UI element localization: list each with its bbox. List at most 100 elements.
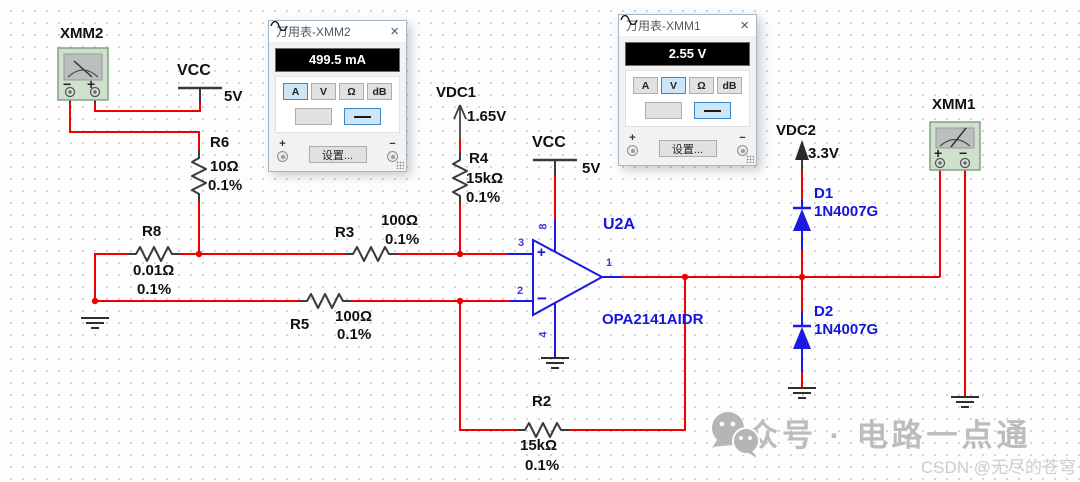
r6-label[interactable]: R6	[210, 134, 230, 151]
ampere-mode-button[interactable]: A	[633, 77, 658, 94]
xmm2-meter[interactable]	[57, 47, 109, 101]
vdc2-label[interactable]: VDC2	[776, 122, 817, 139]
resistor-r8[interactable]	[128, 246, 180, 262]
close-icon[interactable]: ×	[740, 17, 749, 34]
u2a-pin4-label: 4	[537, 331, 550, 338]
vcc1-label[interactable]: VCC	[177, 62, 211, 79]
r2-value[interactable]: 15kΩ	[520, 437, 558, 454]
r5-tolerance[interactable]: 0.1%	[337, 326, 372, 343]
r8-label[interactable]: R8	[142, 223, 162, 240]
wire-vcc1-to-xmm2-pos	[94, 101, 201, 112]
panel-pos-terminal[interactable]	[277, 151, 288, 162]
resistor-r2[interactable]	[517, 422, 569, 438]
r4-label[interactable]: R4	[469, 150, 489, 167]
ampere-mode-button[interactable]: A	[283, 83, 308, 100]
r8-value[interactable]: 0.01Ω	[133, 262, 175, 279]
panel-pos-sign: +	[279, 138, 286, 150]
xmm2-label[interactable]: XMM2	[60, 25, 104, 42]
vcc2-label[interactable]: VCC	[532, 134, 566, 151]
ohm-mode-button[interactable]: Ω	[689, 77, 714, 94]
dc-mode-button[interactable]	[693, 102, 731, 119]
r5-label[interactable]: R5	[290, 316, 310, 333]
settings-button[interactable]: 设置...	[658, 140, 717, 157]
ground-xmm1	[951, 396, 979, 408]
r2-label[interactable]: R2	[532, 393, 552, 410]
d2-label[interactable]: D2	[814, 303, 834, 320]
panel-pos-terminal[interactable]	[627, 145, 638, 156]
xmm2-neg-sign: −	[63, 76, 72, 92]
close-icon[interactable]: ×	[390, 23, 399, 40]
junction-dots	[91, 250, 806, 305]
wires[interactable]	[69, 101, 966, 431]
vdc2-value[interactable]: 3.3V	[808, 145, 839, 162]
panel-titlebar[interactable]: 万用表-XMM2 ×	[269, 21, 406, 43]
d1-label[interactable]: D1	[814, 185, 834, 202]
db-mode-button[interactable]: dB	[717, 77, 742, 94]
xmm1-meter[interactable]	[929, 121, 981, 171]
ground-left	[81, 317, 109, 329]
resistor-r6[interactable]	[191, 150, 207, 202]
r3-value[interactable]: 100Ω	[381, 212, 419, 229]
meter-reading-display: 499.5 mA	[275, 48, 400, 72]
vcc1-value[interactable]: 5V	[224, 88, 243, 105]
volt-mode-button[interactable]: V	[311, 83, 336, 100]
u2a-part-label[interactable]: OPA2141AIDR	[602, 311, 704, 328]
u2a-plus-sign: +	[537, 244, 546, 261]
sine-wave-icon	[270, 21, 288, 31]
d2-value[interactable]: 1N4007G	[814, 321, 879, 338]
r2-tolerance[interactable]: 0.1%	[525, 457, 560, 474]
settings-button[interactable]: 设置...	[308, 146, 367, 163]
wire-r2-to-output	[569, 277, 686, 431]
r4-value[interactable]: 15kΩ	[466, 170, 504, 187]
xmm1-needle	[950, 127, 967, 148]
db-mode-button[interactable]: dB	[367, 83, 392, 100]
panel-neg-terminal[interactable]	[387, 151, 398, 162]
r6-value[interactable]: 10Ω	[210, 158, 239, 175]
r8-tolerance[interactable]: 0.1%	[137, 281, 172, 298]
resistor-r5[interactable]	[299, 293, 351, 309]
vdc2-arrow[interactable]	[795, 140, 809, 172]
volt-mode-button[interactable]: V	[661, 77, 686, 94]
panel-titlebar[interactable]: 万用表-XMM1 ×	[619, 15, 756, 37]
ground-d2	[788, 387, 816, 399]
r6-tolerance[interactable]: 0.1%	[208, 177, 243, 194]
vdc1-label[interactable]: VDC1	[436, 84, 477, 101]
d1-value[interactable]: 1N4007G	[814, 203, 879, 220]
panel-pos-sign: +	[629, 132, 636, 144]
vdc1-arrow[interactable]	[453, 104, 467, 140]
panel-neg-terminal[interactable]	[737, 145, 748, 156]
opamp-u2a[interactable]	[508, 220, 622, 358]
ground-opamp	[541, 357, 569, 369]
resize-grip[interactable]	[746, 155, 754, 163]
watermark-brand: 公众号 · 电路一点通	[712, 418, 1032, 453]
u2a-pin1-label: 1	[606, 257, 613, 269]
wire-r8-left-to-ground	[94, 253, 128, 301]
r5-value[interactable]: 100Ω	[335, 308, 373, 325]
resistor-r4[interactable]	[452, 152, 468, 204]
diode-d1[interactable]	[793, 200, 811, 250]
xmm2-needle	[73, 60, 93, 78]
xmm1-label[interactable]: XMM1	[932, 96, 976, 113]
meter-reading-display: 2.55 V	[625, 42, 750, 66]
ohm-mode-button[interactable]: Ω	[339, 83, 364, 100]
diode-d2[interactable]	[793, 312, 811, 372]
ac-mode-button[interactable]	[270, 21, 332, 125]
r3-tolerance[interactable]: 0.1%	[385, 231, 420, 248]
r3-label[interactable]: R3	[335, 224, 355, 241]
r4-tolerance[interactable]: 0.1%	[466, 189, 501, 206]
panel-title: 万用表-XMM2	[276, 25, 351, 39]
wire-feedback-down	[459, 301, 517, 431]
vdc1-value[interactable]: 1.65V	[467, 108, 507, 125]
multimeter-panel-xmm1[interactable]: 万用表-XMM1 × 2.55 V A V Ω dB	[618, 14, 757, 166]
dc-line-icon	[353, 115, 371, 118]
vcc2-value[interactable]: 5V	[582, 160, 601, 177]
u2a-ref-label[interactable]: U2A	[603, 216, 636, 233]
resistor-r3[interactable]	[345, 246, 397, 262]
resize-grip[interactable]	[396, 161, 404, 169]
xmm1-pos-sign: +	[934, 145, 943, 161]
dc-line-icon	[703, 109, 721, 112]
multimeter-panel-xmm2[interactable]: 万用表-XMM2 × 499.5 mA A V Ω dB	[268, 20, 407, 172]
dc-mode-button[interactable]	[343, 108, 381, 125]
ac-mode-button[interactable]	[620, 15, 682, 119]
